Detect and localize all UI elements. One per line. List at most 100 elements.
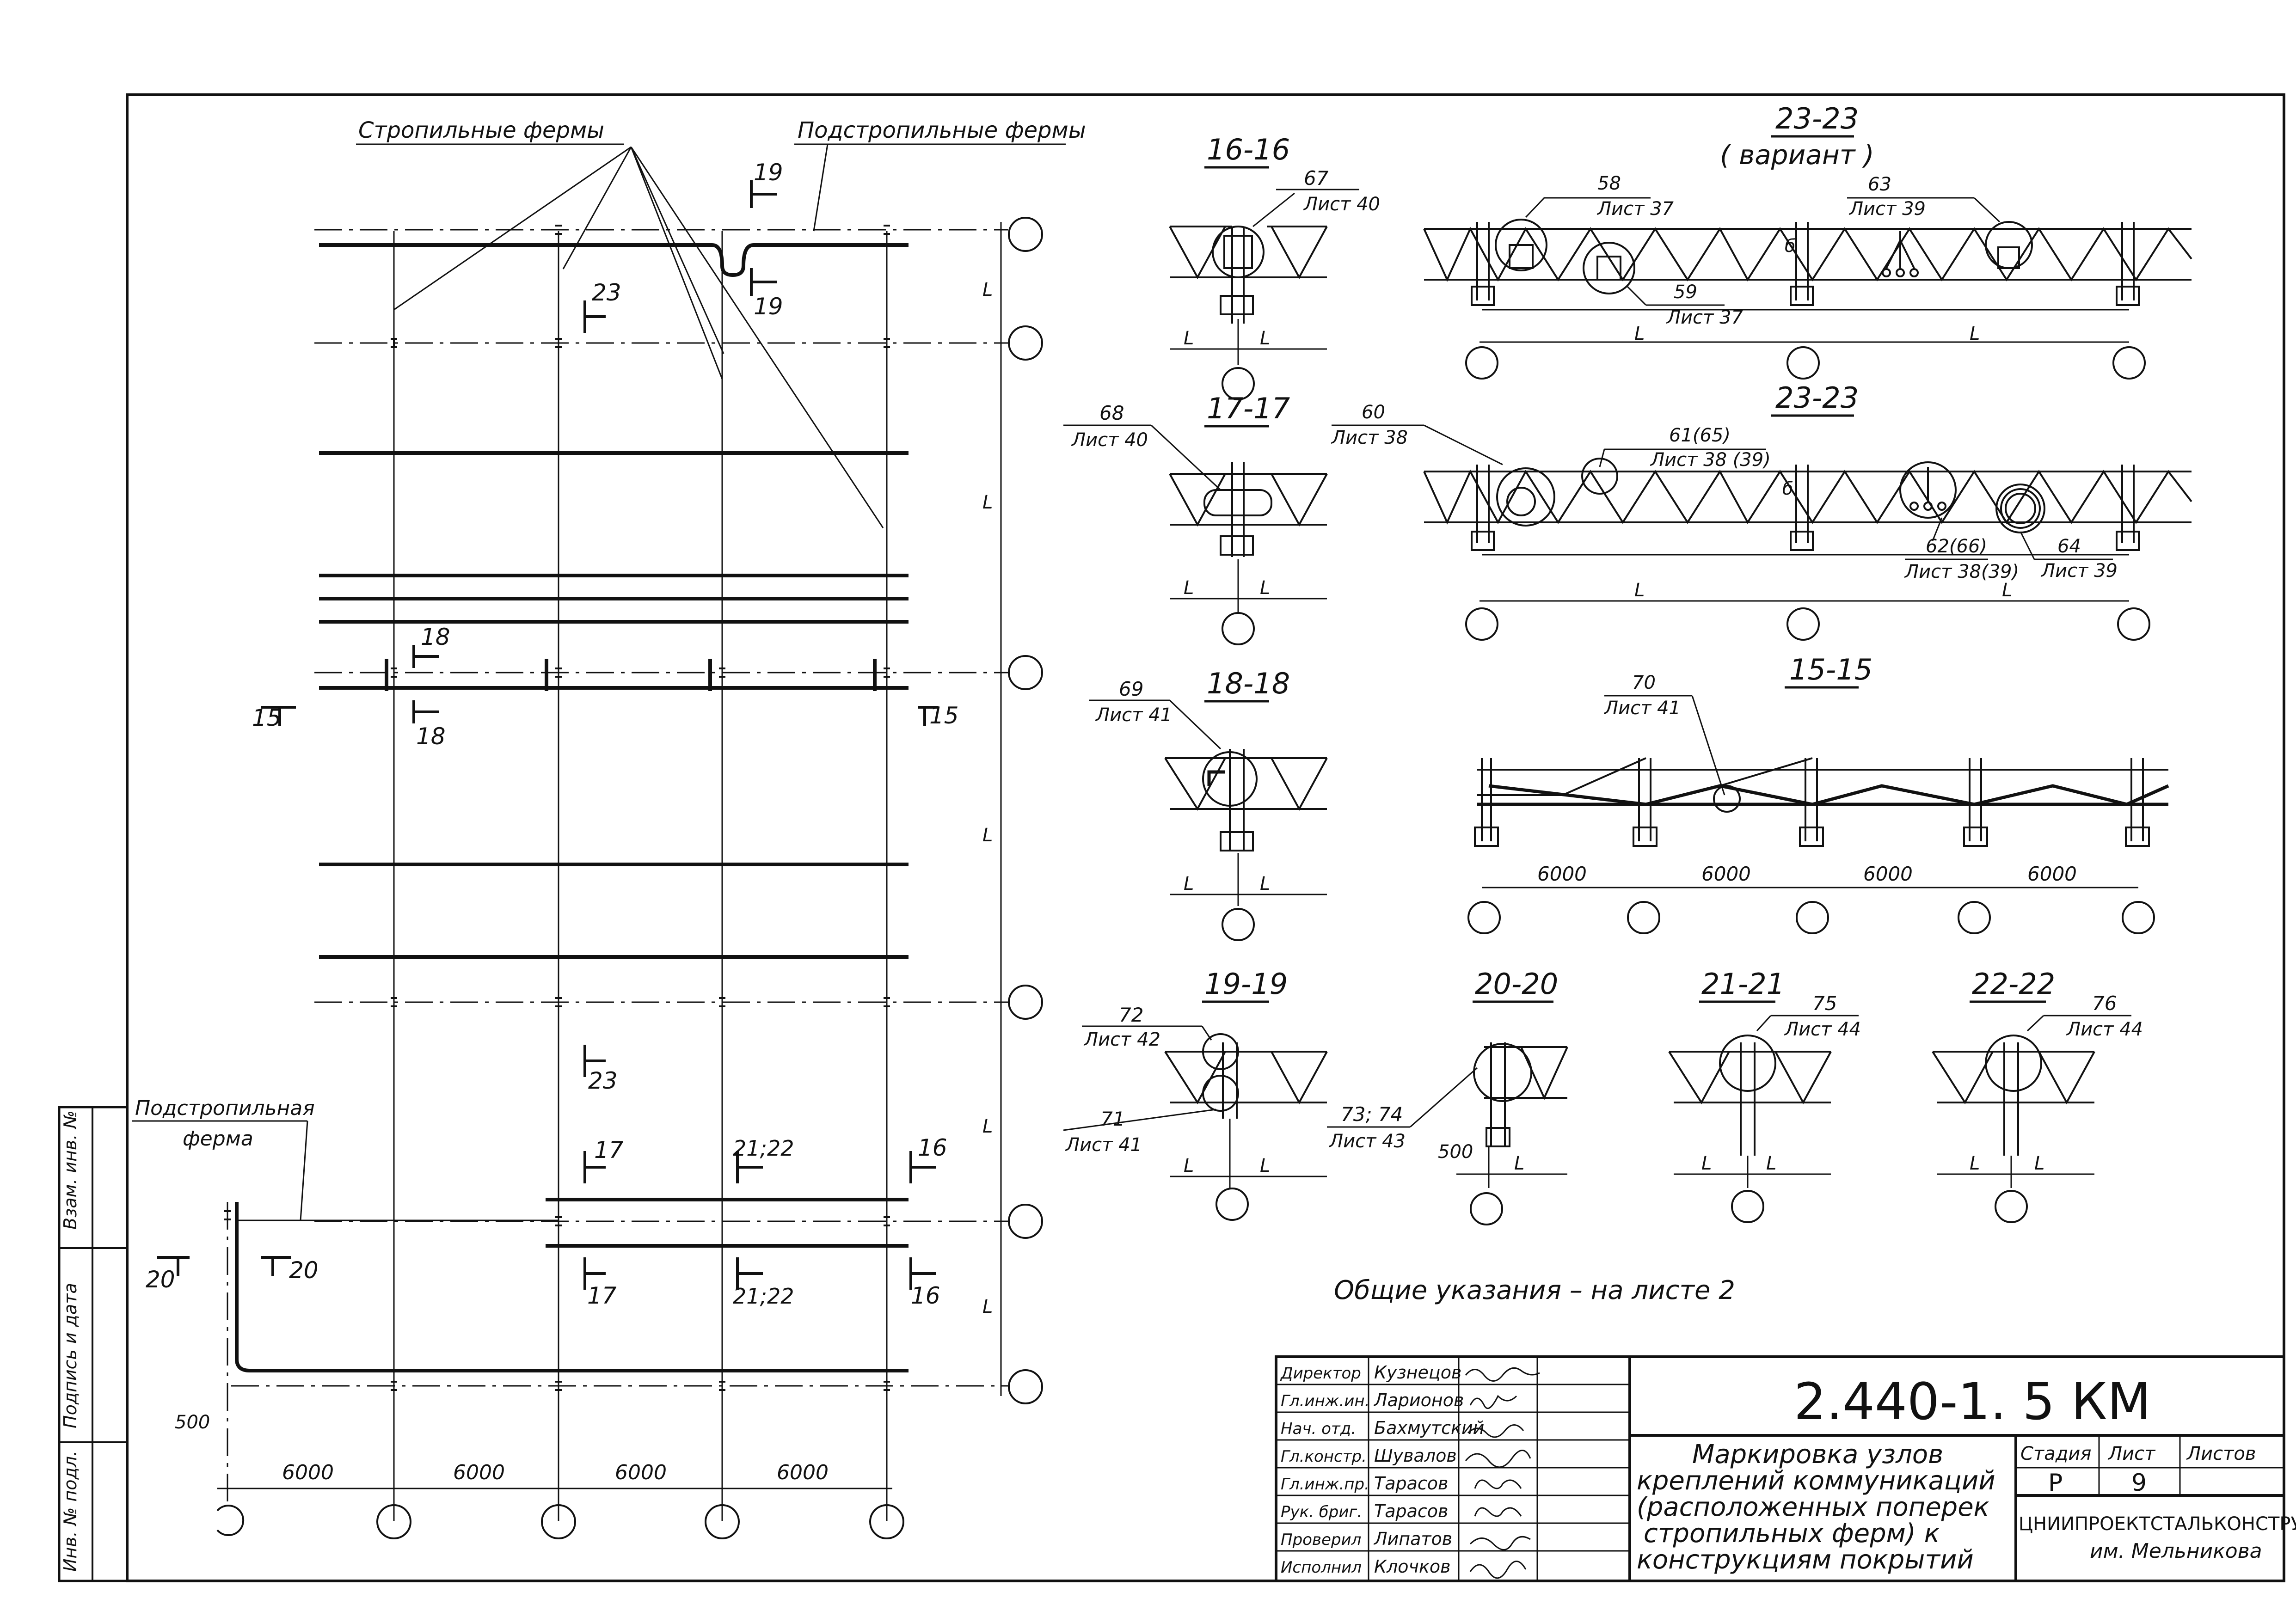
mark-2122-bottom: 21;22 (733, 1284, 794, 1309)
section-21-sheet: Лист 44 (1784, 1019, 1861, 1040)
tb-role-1: Директор (1280, 1364, 1361, 1383)
section-15-node: 70 (1632, 672, 1656, 693)
section-23-l-2: L (2002, 580, 2012, 601)
tb-title-2: креплений коммуникаций (1637, 1466, 1995, 1496)
section-15-span-2: 6000 (1701, 863, 1751, 885)
mark-19-top: 19 (754, 159, 783, 186)
tb-title-1: Маркировка узлов (1692, 1439, 1943, 1470)
section-19-sheet-a: Лист 42 (1083, 1029, 1160, 1050)
mark-18-top: 18 (421, 624, 450, 650)
section-21-l-right: L (1766, 1153, 1776, 1174)
tb-org-2: им. Мельникова (2090, 1539, 2262, 1563)
side-stamp: Взам. инв. № Подпись и дата Инв. № подл. (58, 1106, 129, 1582)
section-17-node: 68 (1099, 402, 1124, 424)
section-23v-subtitle: ( вариант ) (1720, 139, 1874, 171)
section-23-node-62: 62(66) (1926, 536, 1987, 557)
mark-20-right: 20 (289, 1257, 319, 1284)
section-19-l-left: L (1184, 1155, 1194, 1176)
tb-h-stage: Стадия (2020, 1443, 2091, 1464)
tb-role-3: Нач. отд. (1281, 1420, 1356, 1438)
section-18-18: 18-18 69 Лист 41 L L (1089, 667, 1328, 941)
section-23-sheet-64: Лист 39 (2040, 560, 2118, 582)
plan-dim-500: 500 (175, 1412, 210, 1433)
section-18-node: 69 (1119, 678, 1143, 700)
title-block: Директор Гл.инж.ин. Нач. отд. Гл.констр.… (1275, 1355, 2296, 1582)
mark-23-top: 23 (592, 279, 621, 306)
tb-role-8: Исполнил (1281, 1558, 1362, 1577)
section-22-22: 22-22 76 Лист 44 L L (1932, 967, 2143, 1223)
mark-16-top: 16 (918, 1134, 947, 1161)
tb-name-8: Клочков (1374, 1556, 1451, 1577)
section-23v-node-58: 58 (1597, 173, 1621, 194)
section-23v-b: б (1785, 236, 1795, 256)
section-18-l-left: L (1184, 873, 1194, 894)
section-23-title: 23-23 (1775, 381, 1859, 415)
section-17-title: 17-17 (1207, 392, 1290, 425)
general-note: Общие указания – на листе 2 (1334, 1275, 1735, 1305)
section-23-node-61: 61(65) (1669, 425, 1731, 446)
plan-spacing-l-5: L (982, 1296, 993, 1317)
section-15-15: 15-15 70 Лист 41 6000 6000 6000 6000 (1467, 653, 2169, 934)
section-15-span-3: 6000 (1863, 863, 1913, 885)
section-23-node-64: 64 (2057, 536, 2081, 557)
section-19-node-a: 72 (1119, 1004, 1143, 1026)
tb-stage: Р (2048, 1469, 2063, 1497)
mark-20-left: 20 (146, 1266, 175, 1293)
section-23v-node-59: 59 (1674, 282, 1697, 303)
section-23-23: 23-23 60 Лист 38 61(65) Лист 38 (39) 62(… (1331, 381, 2192, 641)
section-20-20: 20-20 73; 74 Лист 43 500 L (1327, 967, 1568, 1225)
tb-name-2: Ларионов (1373, 1390, 1464, 1410)
section-16-sheet: Лист 40 (1303, 194, 1380, 215)
mark-23-bottom: 23 (588, 1067, 618, 1094)
section-23-sheet-61: Лист 38 (39) (1650, 449, 1771, 471)
stamp-inventory: Инв. № подл. (60, 1451, 80, 1572)
section-16-l-left: L (1184, 328, 1194, 349)
section-22-sheet: Лист 44 (2066, 1019, 2143, 1040)
section-16-l-right: L (1260, 328, 1270, 349)
tb-title-4: стропильных ферм) к (1644, 1519, 1940, 1549)
plan-view: 6000 6000 6000 6000 500 L L L L L Стропи… (132, 117, 1086, 1539)
section-23v-l-2: L (1970, 323, 1980, 344)
tb-signatures (1465, 1367, 1540, 1579)
section-22-l-left: L (1970, 1153, 1980, 1174)
tb-h-sheets: Листов (2186, 1443, 2256, 1464)
section-20-title: 20-20 (1475, 967, 1558, 1001)
section-19-19: 19-19 72 Лист 42 71 Лист 41 L L (1063, 967, 1328, 1221)
tb-name-1: Кузнецов (1374, 1362, 1461, 1383)
section-23-sheet-62: Лист 38(39) (1904, 561, 2019, 582)
section-23v-l-1: L (1634, 323, 1645, 344)
section-21-title: 21-21 (1701, 967, 1785, 1001)
section-21-node: 75 (1812, 992, 1837, 1015)
section-15-span-1: 6000 (1537, 863, 1587, 885)
section-17-l-right: L (1260, 577, 1270, 599)
stamp-signature-date: Подпись и дата (60, 1283, 80, 1428)
section-23v-sheet-59: Лист 37 (1666, 307, 1743, 328)
tb-role-6: Рук. бриг. (1281, 1503, 1362, 1521)
stamp-replaced: Взам. инв. № (60, 1110, 80, 1230)
section-15-sheet: Лист 41 (1603, 698, 1681, 719)
section-21-21: 21-21 75 Лист 44 L L (1668, 967, 1861, 1223)
plan-dim-span-1: 6000 (282, 1461, 334, 1484)
mark-16-bottom: 16 (911, 1282, 940, 1309)
section-19-title: 19-19 (1204, 967, 1288, 1001)
section-22-node: 76 (2092, 992, 2117, 1015)
label-rafter-trusses: Стропильные фермы (358, 117, 604, 143)
section-23-l-1: L (1634, 580, 1645, 601)
tb-org-1: ЦНИИПРОЕКТСТАЛЬКОНСТРУКЦИЯ (2019, 1513, 2296, 1535)
tb-h-sheet: Лист (2107, 1443, 2156, 1464)
section-17-17: 17-17 68 Лист 40 L L (1063, 392, 1328, 645)
section-20-sheet: Лист 43 (1328, 1131, 1406, 1152)
section-23-23-variant: 23-23 ( вариант ) 58 Лист 37 63 Лист 39 … (1423, 102, 2192, 380)
section-23-b: б (1782, 478, 1793, 499)
section-15-span-4: 6000 (2027, 863, 2077, 885)
section-19-l-right: L (1260, 1155, 1270, 1176)
tb-role-7: Проверил (1281, 1531, 1361, 1549)
plan-spacing-l-3: L (982, 825, 993, 846)
mark-19-bottom: 19 (754, 293, 783, 320)
mark-18-bottom: 18 (416, 723, 446, 750)
mark-17-bottom: 17 (587, 1282, 617, 1309)
label-sub-rafter-truss-2: ферма (183, 1127, 253, 1151)
section-16-title: 16-16 (1207, 133, 1290, 166)
tb-sheet: 9 (2131, 1469, 2147, 1497)
